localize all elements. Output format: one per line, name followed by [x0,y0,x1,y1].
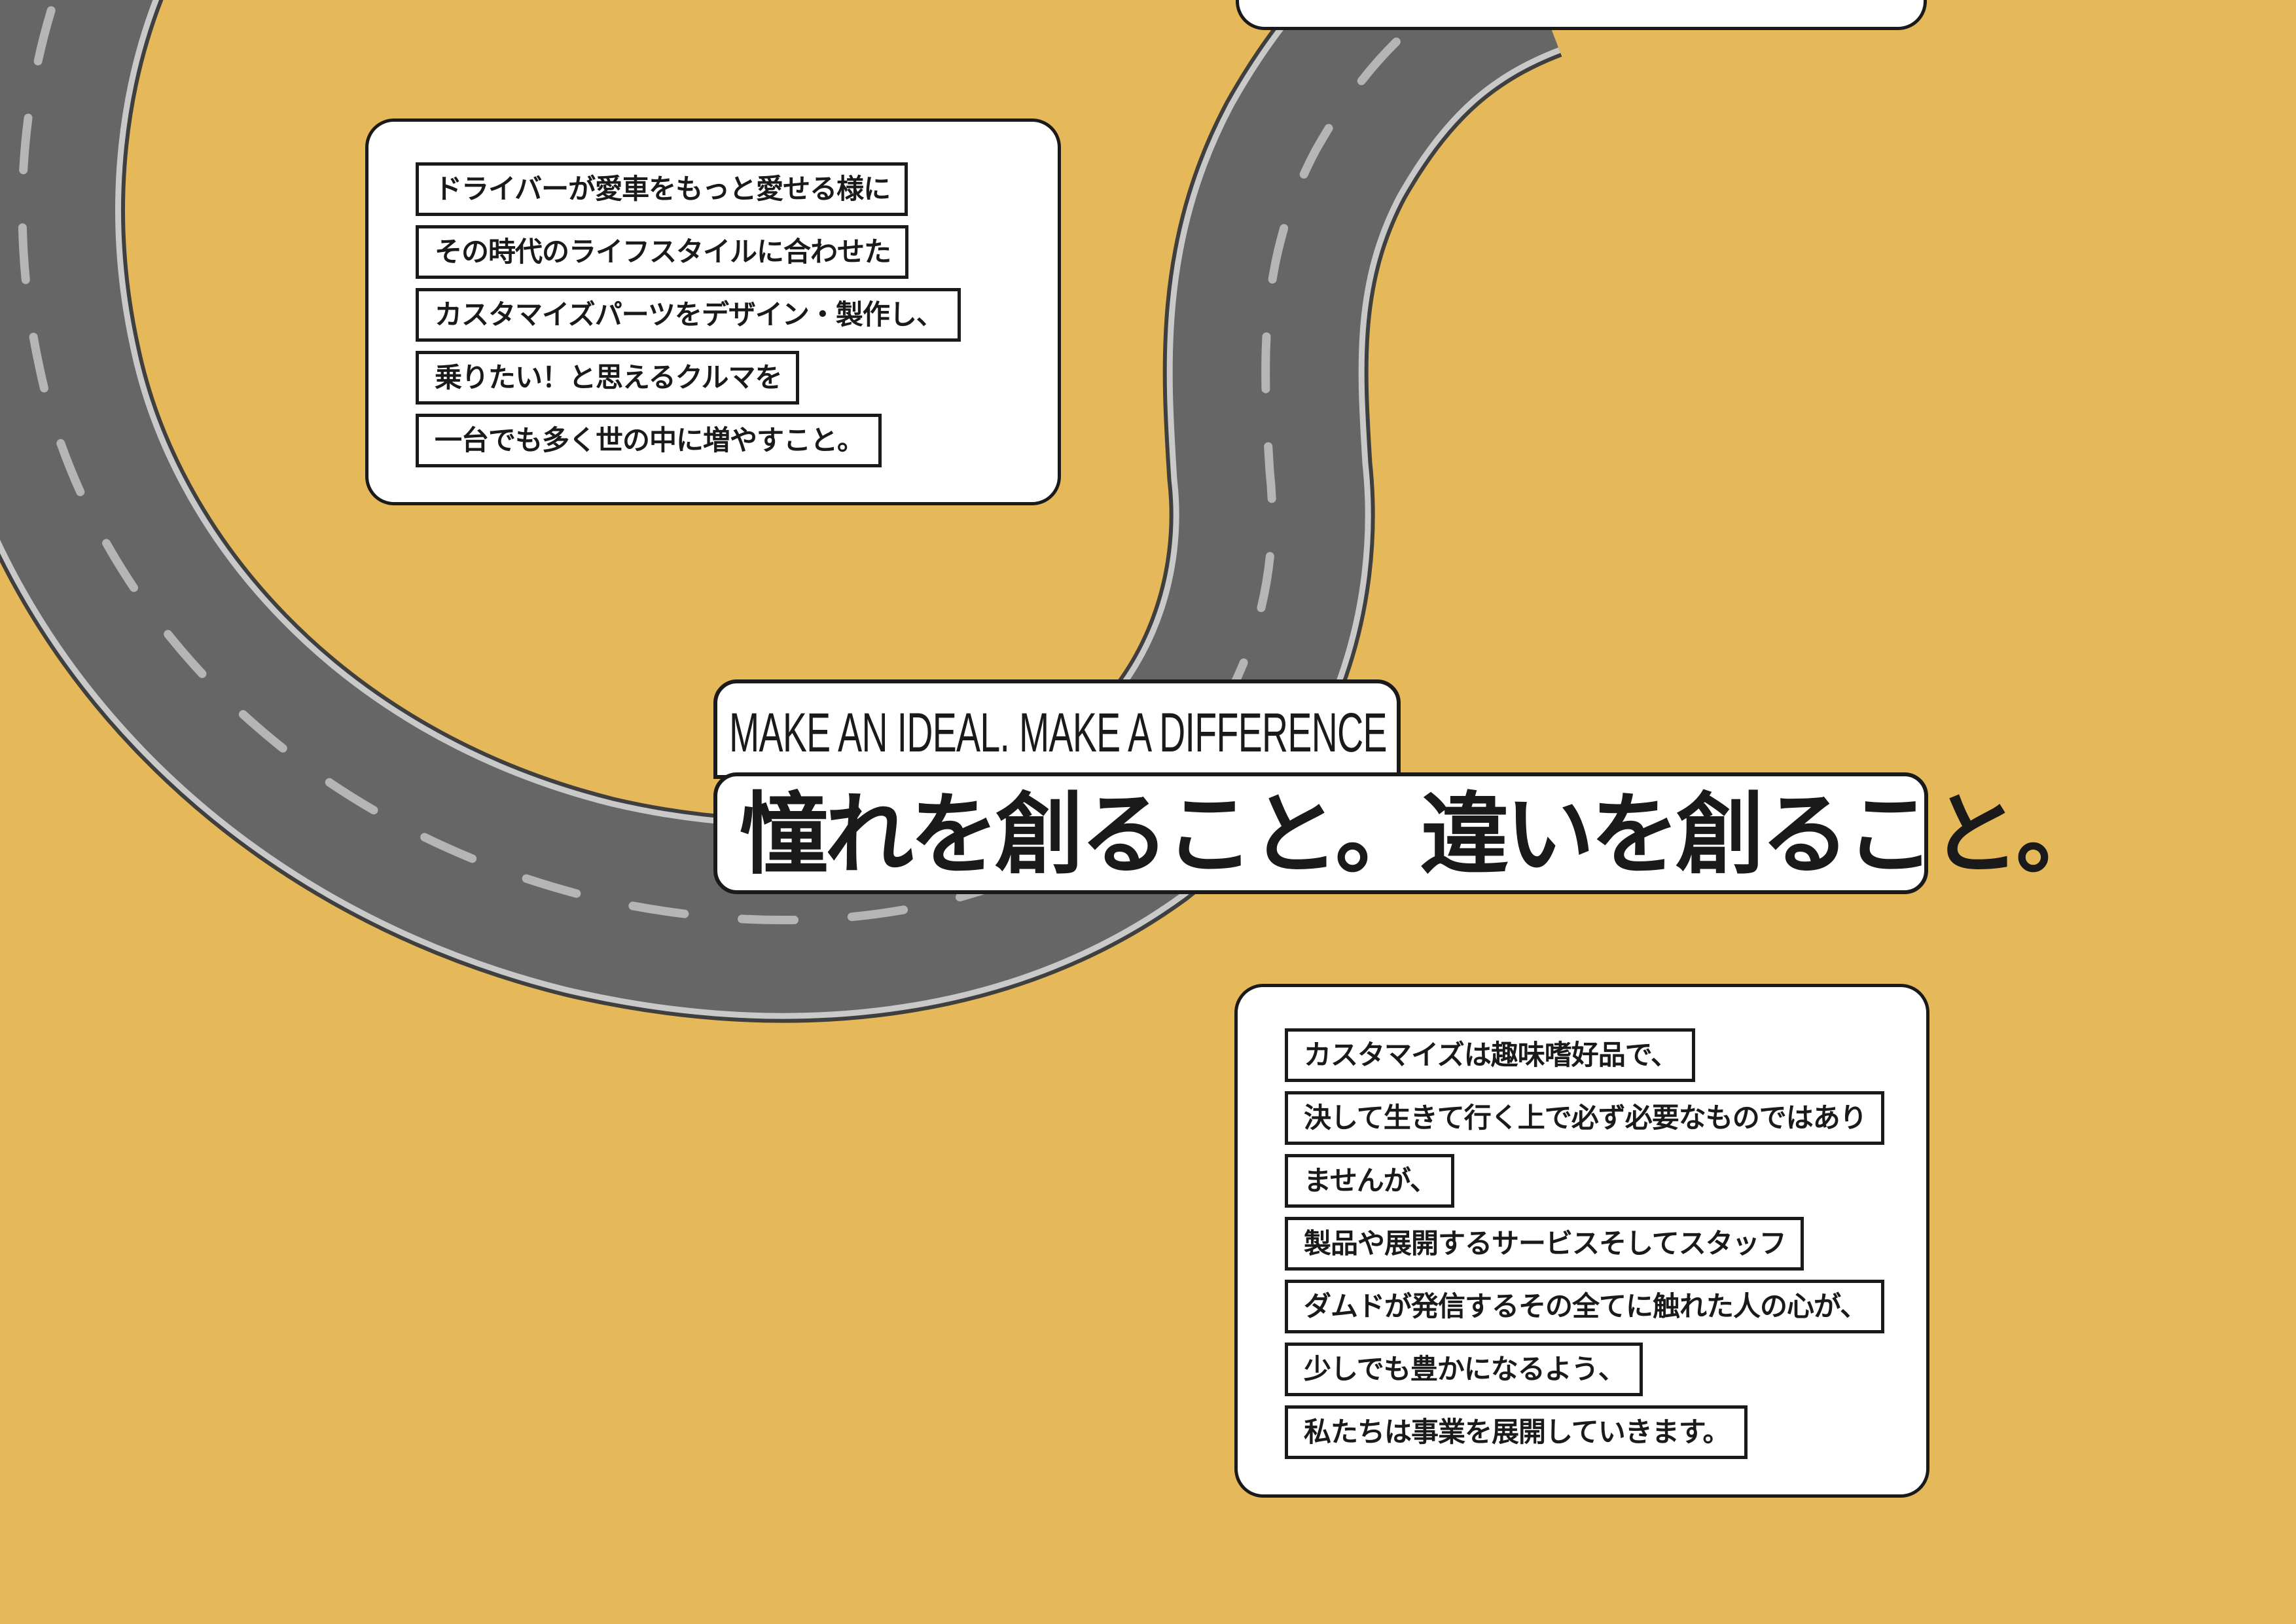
mission-line: その時代のライフスタイルに合わせた [416,225,909,279]
vision-line: 少しでも豊かになるよう、 [1285,1343,1643,1396]
vision-line: 製品や展開するサービスそしてスタッフ [1285,1217,1804,1271]
tagline-english: MAKE AN IDEAL. MAKE A DIFFERENCE [713,679,1401,779]
vision-lines: カスタマイズは趣味嗜好品で、 決して生きて行く上で必ず必要なものではあり ません… [1285,1028,1926,1459]
mission-card: ドライバーが愛車をもっと愛せる様に その時代のライフスタイルに合わせた カスタマ… [365,118,1061,505]
road [0,0,1563,1023]
tagline-japanese: 憧れを創ること。違いを創ること。 [713,772,2105,894]
vision-card: カスタマイズは趣味嗜好品で、 決して生きて行く上で必ず必要なものではあり ません… [1234,984,1929,1498]
tagline-english-text: MAKE AN IDEAL. MAKE A DIFFERENCE [729,702,1387,763]
vision-line: 私たちは事業を展開していきます。 [1285,1405,1748,1459]
road-center-dashes [18,0,1456,925]
top-card-partial [1236,0,1927,30]
mission-line: 乗りたい！と思えるクルマを [416,351,800,405]
vision-line: カスタマイズは趣味嗜好品で、 [1285,1028,1696,1082]
mission-line: カスタマイズパーツをデザイン・製作し、 [416,288,961,342]
mission-lines: ドライバーが愛車をもっと愛せる様に その時代のライフスタイルに合わせた カスタマ… [416,162,1058,467]
vision-line: 決して生きて行く上で必ず必要なものではあり [1285,1091,1884,1145]
mission-line: 一台でも多く世の中に増やすこと。 [416,414,882,467]
vision-line: ませんが、 [1285,1154,1454,1208]
vision-line: ダムドが発信するその全てに触れた人の心が、 [1285,1280,1885,1333]
mission-line: ドライバーが愛車をもっと愛せる様に [416,162,908,216]
tagline-japanese-text: 憧れを創ること。違いを創ること。 [740,784,2105,887]
